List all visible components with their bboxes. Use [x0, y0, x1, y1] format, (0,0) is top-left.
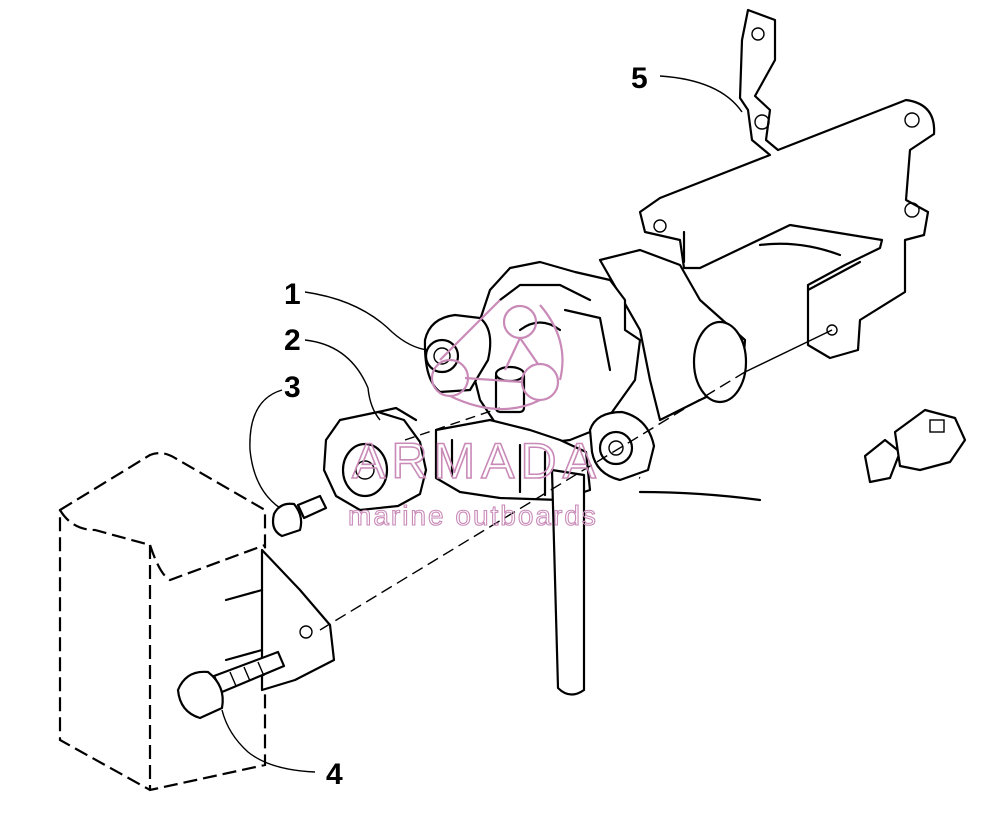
long-bolt	[176, 650, 286, 720]
callout-1: 1	[284, 278, 301, 311]
watermark-brand: ARMADA	[352, 433, 602, 489]
harness-connector	[893, 408, 967, 472]
actuator-motor-body	[598, 242, 842, 422]
callout-numbers: 1 2 3 4 5	[284, 62, 648, 791]
callout-2: 2	[284, 324, 301, 357]
callout-5: 5	[631, 62, 648, 95]
actuator-cover	[58, 451, 267, 792]
watermark-tagline: marine outboards	[348, 500, 598, 531]
wiring-harness	[638, 438, 902, 512]
actuator-lever-arm	[550, 468, 586, 696]
mounting-bracket	[638, 8, 936, 360]
callout-3: 3	[284, 371, 301, 404]
callout-4: 4	[326, 758, 343, 791]
assembly-lines	[319, 329, 833, 631]
watermark-logo	[430, 299, 564, 411]
leader-lines	[221, 75, 743, 773]
small-bolt	[271, 494, 328, 538]
watermark: ARMADA marine outboards	[347, 299, 602, 532]
coupling-nut	[322, 406, 428, 512]
mounting-boss-left	[423, 313, 492, 394]
